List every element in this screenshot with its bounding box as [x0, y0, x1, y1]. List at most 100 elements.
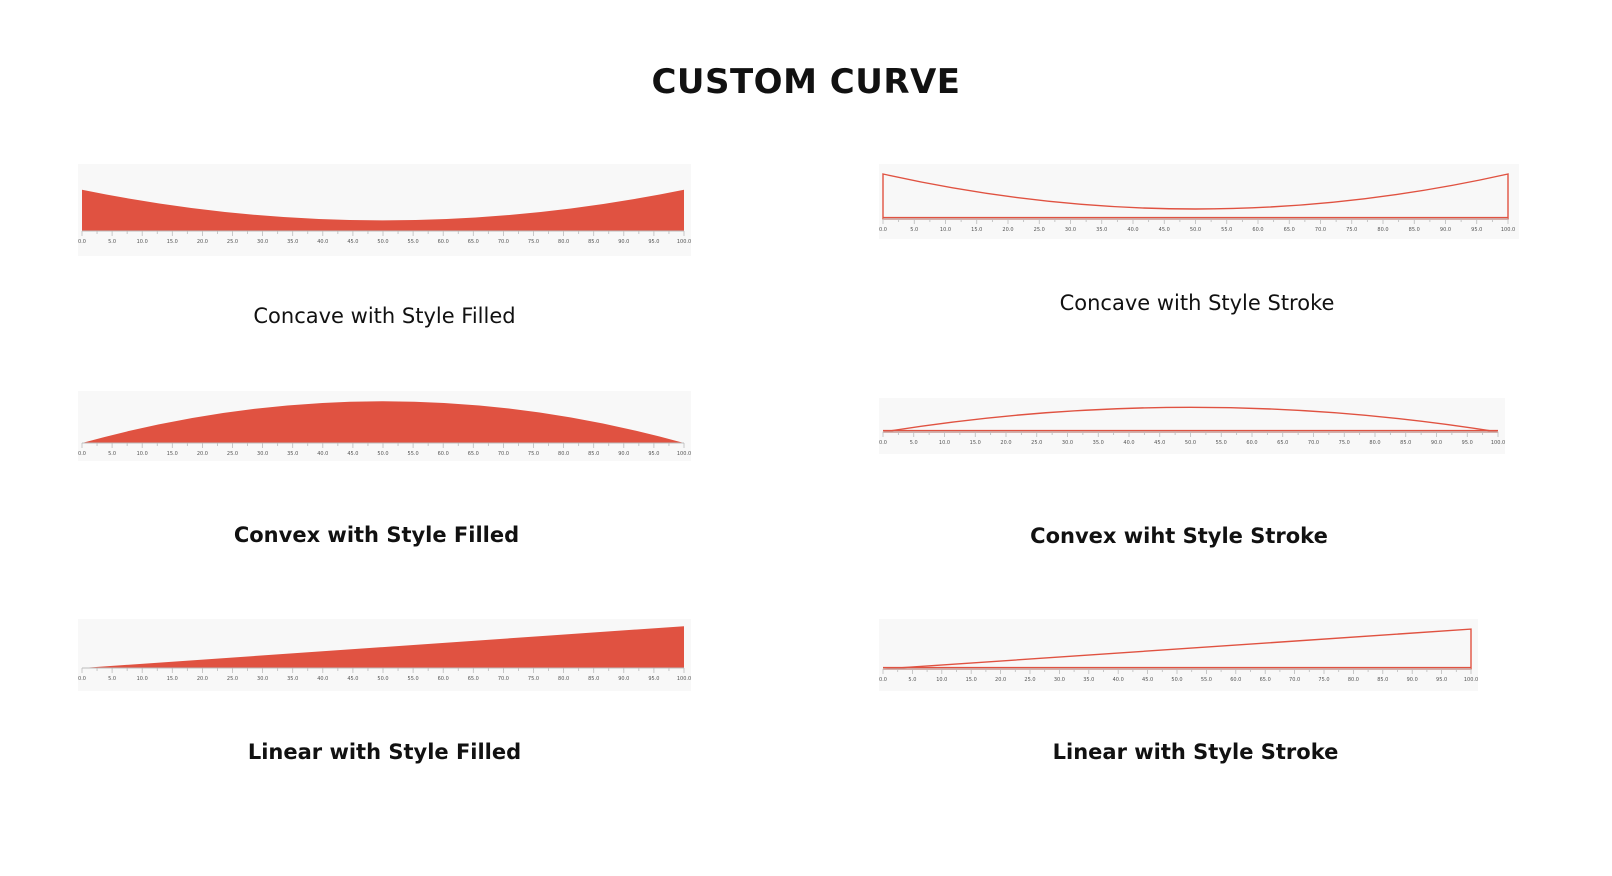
x-tick-label: 30.0: [257, 239, 268, 245]
x-tick-label: 70.0: [1289, 677, 1300, 683]
x-tick-label: 30.0: [257, 676, 268, 682]
x-tick-label: 60.0: [438, 676, 449, 682]
x-tick-label: 75.0: [528, 676, 539, 682]
x-tick-label: 35.0: [287, 239, 298, 245]
x-tick-label: 65.0: [1277, 440, 1288, 446]
x-tick-label: 75.0: [528, 239, 539, 245]
x-tick-label: 95.0: [1436, 677, 1447, 683]
x-tick-label: 15.0: [167, 239, 178, 245]
x-tick-label: 25.0: [1024, 677, 1035, 683]
x-tick-label: 95.0: [1462, 440, 1473, 446]
x-tick-label: 40.0: [1127, 227, 1138, 233]
x-tick-label: 25.0: [227, 239, 238, 245]
x-tick-label: 60.0: [1252, 227, 1263, 233]
x-tick-label: 85.0: [1409, 227, 1420, 233]
x-tick-label: 20.0: [197, 451, 208, 457]
x-tick-label: 20.0: [1002, 227, 1013, 233]
curve-area: [82, 401, 684, 443]
x-tick-label: 5.0: [910, 227, 918, 233]
x-tick-label: 0.0: [879, 227, 887, 233]
x-tick-label: 55.0: [1221, 227, 1232, 233]
x-tick-label: 75.0: [1318, 677, 1329, 683]
concave-stroke-caption: Concave with Style Stroke: [1059, 291, 1335, 315]
x-tick-label: 80.0: [558, 676, 569, 682]
x-tick-label: 10.0: [940, 227, 951, 233]
x-tick-label: 20.0: [1000, 440, 1011, 446]
x-tick-label: 20.0: [995, 677, 1006, 683]
x-tick-label: 40.0: [1113, 677, 1124, 683]
x-tick-label: 95.0: [648, 451, 659, 457]
x-tick-label: 75.0: [528, 451, 539, 457]
x-tick-label: 65.0: [468, 676, 479, 682]
x-tick-label: 95.0: [648, 239, 659, 245]
x-tick-label: 70.0: [498, 676, 509, 682]
x-tick-label: 100.0: [677, 451, 691, 457]
x-tick-label: 5.0: [910, 440, 918, 446]
x-tick-label: 30.0: [1065, 227, 1076, 233]
x-tick-label: 10.0: [936, 677, 947, 683]
x-tick-label: 55.0: [408, 239, 419, 245]
x-tick-label: 25.0: [1034, 227, 1045, 233]
x-tick-label: 60.0: [438, 451, 449, 457]
convex-stroke-caption: Convex wiht Style Stroke: [1030, 524, 1328, 548]
x-tick-label: 80.0: [558, 451, 569, 457]
concave-filled-caption: Concave with Style Filled: [253, 304, 516, 328]
x-tick-label: 85.0: [588, 676, 599, 682]
x-tick-label: 100.0: [677, 676, 691, 682]
x-tick-label: 75.0: [1339, 440, 1350, 446]
x-tick-label: 90.0: [1431, 440, 1442, 446]
x-tick-label: 0.0: [78, 451, 86, 457]
curve-line: [882, 406, 1499, 433]
x-tick-label: 50.0: [377, 239, 388, 245]
x-tick-label: 30.0: [1062, 440, 1073, 446]
linear-filled-caption: Linear with Style Filled: [247, 740, 522, 764]
x-tick-label: 0.0: [879, 440, 887, 446]
x-tick-label: 55.0: [1201, 677, 1212, 683]
x-tick-label: 70.0: [498, 451, 509, 457]
x-tick-label: 5.0: [108, 676, 116, 682]
x-tick-label: 75.0: [1346, 227, 1357, 233]
x-tick-label: 30.0: [257, 451, 268, 457]
x-tick-label: 25.0: [227, 451, 238, 457]
x-tick-label: 85.0: [1377, 677, 1388, 683]
x-tick-label: 60.0: [438, 239, 449, 245]
x-tick-label: 5.0: [108, 451, 116, 457]
x-tick-label: 55.0: [408, 676, 419, 682]
x-tick-label: 70.0: [498, 239, 509, 245]
x-tick-label: 100.0: [1491, 440, 1505, 446]
x-tick-label: 30.0: [1054, 677, 1065, 683]
x-tick-label: 45.0: [1154, 440, 1165, 446]
convex-filled-caption: Convex with Style Filled: [233, 523, 520, 547]
x-tick-label: 80.0: [1369, 440, 1380, 446]
x-tick-label: 40.0: [317, 239, 328, 245]
x-tick-label: 25.0: [1031, 440, 1042, 446]
x-tick-label: 5.0: [108, 239, 116, 245]
x-tick-label: 50.0: [1190, 227, 1201, 233]
x-tick-label: 80.0: [558, 239, 569, 245]
x-tick-label: 65.0: [1284, 227, 1295, 233]
x-tick-label: 15.0: [966, 677, 977, 683]
x-tick-label: 25.0: [227, 676, 238, 682]
x-tick-label: 80.0: [1377, 227, 1388, 233]
x-tick-label: 55.0: [1216, 440, 1227, 446]
x-tick-label: 70.0: [1315, 227, 1326, 233]
x-tick-label: 45.0: [347, 676, 358, 682]
x-tick-label: 15.0: [971, 227, 982, 233]
x-tick-label: 0.0: [78, 676, 86, 682]
x-tick-label: 0.0: [78, 239, 86, 245]
x-tick-label: 90.0: [618, 676, 629, 682]
x-tick-label: 65.0: [468, 239, 479, 245]
x-tick-label: 100.0: [1501, 227, 1515, 233]
x-tick-label: 20.0: [197, 239, 208, 245]
x-tick-label: 45.0: [1159, 227, 1170, 233]
x-tick-label: 45.0: [347, 239, 358, 245]
x-tick-label: 15.0: [167, 451, 178, 457]
linear-stroke-caption: Linear with Style Stroke: [1052, 740, 1339, 764]
x-tick-label: 100.0: [1464, 677, 1478, 683]
